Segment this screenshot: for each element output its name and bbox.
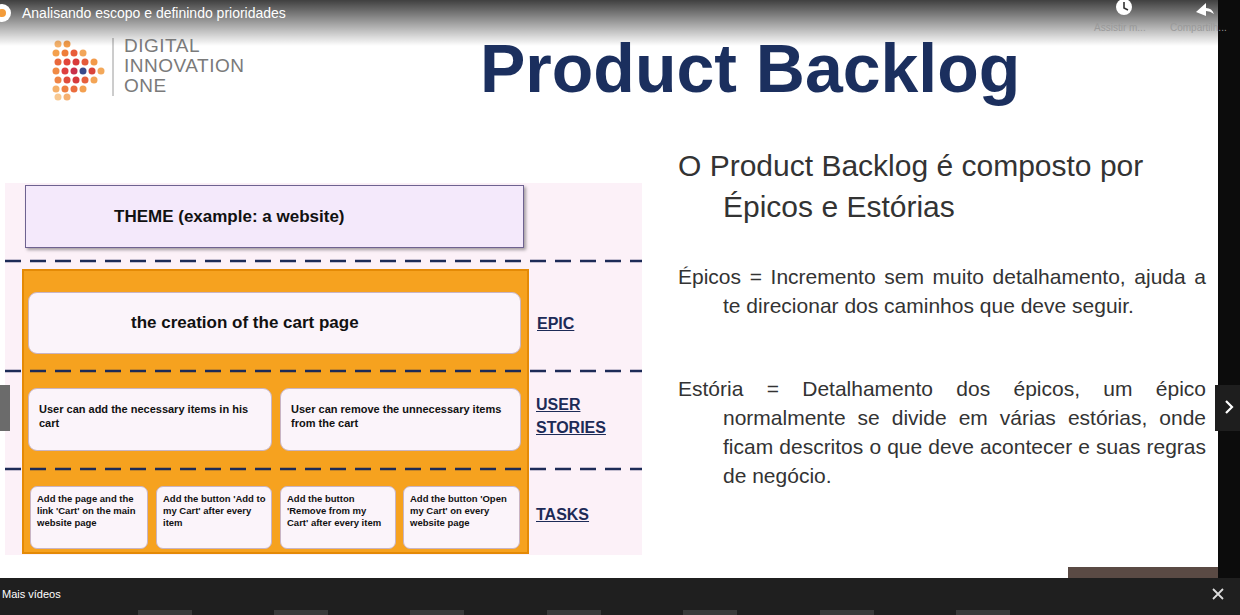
channel-avatar [0, 4, 11, 22]
video-title: Analisando escopo e definindo prioridade… [22, 5, 286, 21]
node-text: Add the button 'Open my Cart' on every w… [410, 493, 514, 529]
task-box: Add the button 'Open my Cart' on every w… [403, 486, 520, 549]
level-separators [5, 261, 642, 469]
more-videos-bar [0, 578, 1240, 615]
node-text: Add the button 'Remove from my Cart' aft… [287, 493, 390, 529]
theme-box: THEME (example: a website) [25, 185, 524, 248]
user-story-box: User can add the necessary items in his … [28, 388, 272, 451]
logo-text: ONE [124, 76, 167, 96]
slide-subtitle: O Product Backlog é composto por Épicos … [678, 145, 1193, 227]
presenter-thumbnail [1068, 567, 1218, 578]
definition-text: Estória = Detalhamento dos épicos, um ép… [678, 374, 1206, 490]
task-box: Add the button 'Add to my Cart' after ev… [156, 486, 272, 549]
node-text: User can remove the unnecessary items fr… [291, 403, 510, 431]
share-icon [1196, 3, 1214, 16]
more-videos-text: Mais vídeos [2, 588, 61, 600]
watch-later-icon [1116, 0, 1132, 15]
channel-avatar-dot [0, 9, 6, 17]
epic-band [23, 270, 528, 553]
diagram-ground [5, 183, 642, 555]
share-text: Compartilh... [1170, 22, 1227, 33]
next-arrow-ground [1215, 385, 1240, 431]
thumbnail-strip [138, 610, 1010, 615]
logo-divider [113, 38, 114, 96]
logo-text: INNOVATION [124, 56, 244, 76]
prev-arrow [0, 385, 10, 431]
logo-mark [53, 41, 105, 101]
task-box: Add the button 'Remove from my Cart' aft… [280, 486, 396, 549]
level-label: USER STORIES [536, 393, 624, 439]
user-story-box: User can remove the unnecessary items fr… [280, 388, 521, 451]
right-strip [1218, 0, 1240, 615]
definition-text: Épicos = Incremento sem muito detalhamen… [678, 262, 1206, 320]
logo-text: DIGITAL [124, 36, 200, 56]
slide-ground [0, 0, 1218, 578]
node-text: User can add the necessary items in his … [39, 403, 261, 431]
node-text: the creation of the cart page [131, 312, 359, 333]
level-label: EPIC [537, 315, 574, 333]
next-arrow [1226, 401, 1232, 413]
close-icon [1213, 589, 1223, 599]
watch-later-text: Assistir m... [1094, 22, 1146, 33]
epic-box: the creation of the cart page [28, 292, 521, 354]
level-label: TASKS [536, 506, 589, 524]
task-box: Add the page and the link 'Cart' on the … [30, 486, 148, 549]
node-text: THEME (example: a website) [114, 206, 345, 227]
node-text: Add the page and the link 'Cart' on the … [37, 493, 142, 529]
node-text: Add the button 'Add to my Cart' after ev… [163, 493, 266, 529]
slide-title: Product Backlog [480, 28, 1020, 108]
